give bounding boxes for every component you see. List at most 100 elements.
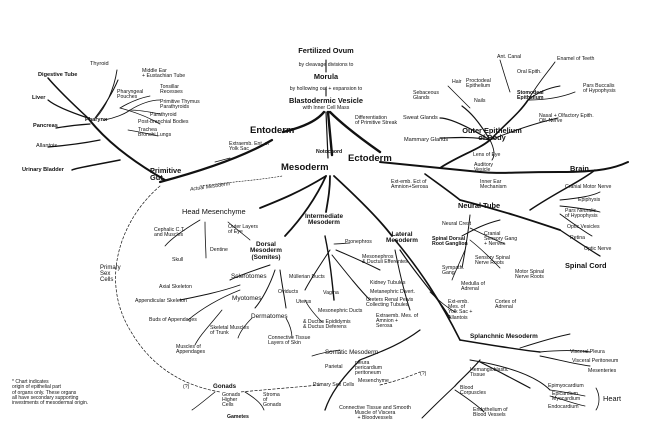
mesoderm-label: Mesoderm bbox=[281, 162, 329, 173]
gonads-label: Gonads bbox=[213, 383, 237, 390]
connective-smooth-muscle-label: Connective Tissue and Smooth Muscle of V… bbox=[339, 405, 411, 422]
postbranchial-label: Post-branchial Bodies bbox=[138, 119, 189, 125]
pharynx-label: Pharynx bbox=[85, 117, 108, 123]
appendicular-skeleton-label: Appendicular Skeleton bbox=[135, 298, 187, 304]
proctodeal-label: Proctodeal Epithelium bbox=[466, 78, 491, 90]
digestive-tube-label: Digestive Tube bbox=[38, 72, 78, 78]
sclerotomes-label: Sclerotomes bbox=[231, 273, 267, 280]
visceral-pleura-label: Visceral Pleura bbox=[570, 349, 605, 355]
mesenteries-label: Mesenteries bbox=[588, 368, 617, 374]
skull-label: Skull bbox=[172, 257, 184, 263]
intermediate-mesoderm-label: Intermediate Mesoderm bbox=[304, 213, 344, 227]
optic-vesicles-label: Optic Vesicles bbox=[567, 224, 600, 230]
ureters-label: Ureters Renal Pelvis Collecting Tubules bbox=[366, 297, 414, 309]
cranial-sensory-label: Cranial Sensory Gang + Nerves bbox=[484, 231, 518, 248]
blastodermic-vesicle-label: Blastodermic Vesicle bbox=[289, 96, 363, 105]
outer-epithelium-label: Outer Epithelium of Body bbox=[462, 126, 522, 143]
stomodeal-label: Stomodeal Epithelium bbox=[517, 90, 544, 102]
cleavage-label: by cleavage divisions to bbox=[298, 62, 354, 68]
thyroid-label: Thyroid bbox=[90, 61, 109, 67]
dermatomes-label: Dermatomes bbox=[251, 313, 288, 320]
neural-crest-label: Neural Crest bbox=[442, 221, 472, 227]
endothelium-label: Endothelium of Blood Vessels bbox=[473, 407, 508, 419]
kidney-tubules-label: Kidney Tubules bbox=[370, 280, 406, 286]
sweat-glands-label: Sweat Glands bbox=[403, 115, 438, 121]
pars-buccalis-label: Pars Buccalis of Hypophysis bbox=[583, 83, 616, 95]
metanephric-label: Metanephric Divert. bbox=[370, 289, 415, 295]
mullerian-ducts-label: Müllerian Ducts bbox=[289, 274, 325, 280]
parathyroid-label: Parathyroid bbox=[150, 112, 177, 118]
pancreas-label: Pancreas bbox=[33, 123, 58, 129]
pleura-label: pleura pericardium peritoneum bbox=[355, 360, 383, 377]
neural-tube-label: Neural Tube bbox=[458, 201, 501, 210]
pars-neuralis-label: Pars Neuralis of Hypophysis bbox=[565, 208, 598, 220]
somatic-mesoderm-label: Somatic Mesoderm bbox=[325, 349, 379, 356]
notochord-label: Notochord bbox=[316, 149, 343, 155]
fertilized-ovum-label: Fertilized Ovum bbox=[298, 46, 354, 55]
axial-skeleton-label: Axial Skeleton bbox=[159, 284, 192, 290]
splanchnic-mesoderm-label: Splanchnic Mesoderm bbox=[470, 333, 538, 340]
cephalic-ct-label: Cephalic C.T. and Muscles bbox=[154, 227, 185, 239]
lateral-mesoderm-label: Lateral Mesoderm bbox=[386, 231, 418, 245]
pronephros-label: Pronephros bbox=[345, 239, 372, 245]
motor-spinal-label: Motor Spinal Nerve Roots bbox=[515, 269, 545, 281]
buds-appendages-label: Buds of Appendages bbox=[149, 317, 197, 323]
epimyocardium-label: Epimyocardium bbox=[548, 383, 584, 389]
head-mesenchyme-label: Head Mesenchyme bbox=[182, 207, 246, 216]
nasal-olfactory-label: Nasal + Olfactory Epith. Olf. Nerve bbox=[539, 113, 594, 125]
hollowing-label: by hollowing out + expansion to bbox=[289, 86, 363, 92]
oral-epith-label: Oral Epith. bbox=[517, 69, 542, 75]
nails-label: Nails bbox=[474, 98, 486, 104]
primary-sex-cells-left-label: Primary Sex Cells bbox=[100, 265, 121, 283]
optic-nerve-label: Optic Nerve bbox=[584, 246, 612, 252]
gonads-germ-cells-label: Gonads Higher Cells bbox=[222, 392, 241, 409]
mesenchyme-label: Mesenchyme bbox=[358, 378, 389, 384]
outer-layers-eye-label: Outer Layers of Eye bbox=[228, 224, 258, 236]
sensory-spinal-label: Sensory Spinal Nerve Roots bbox=[475, 255, 510, 267]
endocardium-label: Endocardium bbox=[548, 404, 579, 410]
gametes-label: Gametes bbox=[227, 414, 249, 420]
spinal-dorsal-root-label: Spinal Dorsal Root Ganglion bbox=[432, 236, 468, 248]
lens-of-eye-label: Lens of Eye bbox=[473, 152, 501, 158]
auditory-vesicle-label: Auditory Vesicle bbox=[474, 162, 494, 174]
pharyngeal-pouches-label: Pharyngeal Pouches bbox=[117, 89, 144, 101]
epiphysis-label: Epiphysis bbox=[578, 197, 601, 203]
allantois-label: Allantois bbox=[36, 143, 58, 149]
mesonephros-label: Mesonephros & Ductuli Efferentes bbox=[362, 254, 408, 266]
visceral-peritoneum-label: Visceral Peritoneum bbox=[572, 358, 619, 364]
blood-corpuscles-label: Blood Corpuscles bbox=[460, 385, 486, 397]
differentiation-label: Differentiation of Primitive Streak bbox=[355, 115, 398, 127]
cortex-adrenal-label: Cortex of Adrenal bbox=[495, 299, 517, 311]
muscles-appendages-label: Muscles of Appendages bbox=[176, 344, 206, 356]
primary-sex-cells-label: Primary Sex Cells bbox=[313, 382, 355, 388]
urinary-bladder-label: Urinary Bladder bbox=[22, 167, 64, 173]
question-mark-left: (?) bbox=[183, 384, 190, 390]
oviducts-label: Oviducts bbox=[278, 289, 299, 295]
epicardium-label: Epicardium Myocardium bbox=[552, 391, 581, 403]
enamel-label: Enamel of Teeth bbox=[557, 56, 595, 62]
heart-label: Heart bbox=[603, 394, 622, 403]
liver-label: Liver bbox=[32, 95, 46, 101]
ectoderm-label: Ectoderm bbox=[348, 153, 392, 164]
ant-canal-label: Ant. Canal bbox=[497, 54, 522, 60]
connective-skin-label: Connective Tissue Layers of Skin bbox=[268, 335, 311, 347]
spinal-cord-label: Spinal Cord bbox=[565, 261, 607, 270]
parietal-label: Parietal bbox=[325, 364, 343, 370]
question-mark-right: (?) bbox=[420, 371, 427, 377]
footnote: * Chart indicates origin of epithelial p… bbox=[12, 379, 89, 406]
mammary-glands-label: Mammary Glands bbox=[404, 137, 449, 143]
uterus-label: Uterus bbox=[296, 299, 312, 305]
inner-ear-label: Inner Ear Mechanism bbox=[480, 179, 507, 191]
extraemb-ent-yolk-label: Extraemb. Ent. of Yolk Sac bbox=[229, 141, 270, 153]
primitive-gut-label: Primitive Gut bbox=[150, 166, 182, 183]
vagina-label: Vagina bbox=[323, 290, 339, 296]
middle-ear-label: Middle Ear + Eustachian Tube bbox=[142, 68, 186, 80]
entoderm-label: Entoderm bbox=[250, 125, 295, 136]
mesonephric-ducts-label: Mesonephric Ducts bbox=[318, 308, 363, 314]
medulla-adrenal-label: Medulla of Adrenal bbox=[461, 281, 485, 293]
ductus-label: & Ductus Epididymis & Ductus Deferens bbox=[303, 319, 351, 331]
myotomes-label: Myotomes bbox=[232, 295, 262, 302]
stroma-gonads-label: Stroma of Gonads bbox=[263, 392, 282, 409]
thymus-label: Primitive Thymus Parathyroids bbox=[160, 99, 200, 111]
sebaceous-label: Sebaceous Glands bbox=[413, 90, 439, 102]
